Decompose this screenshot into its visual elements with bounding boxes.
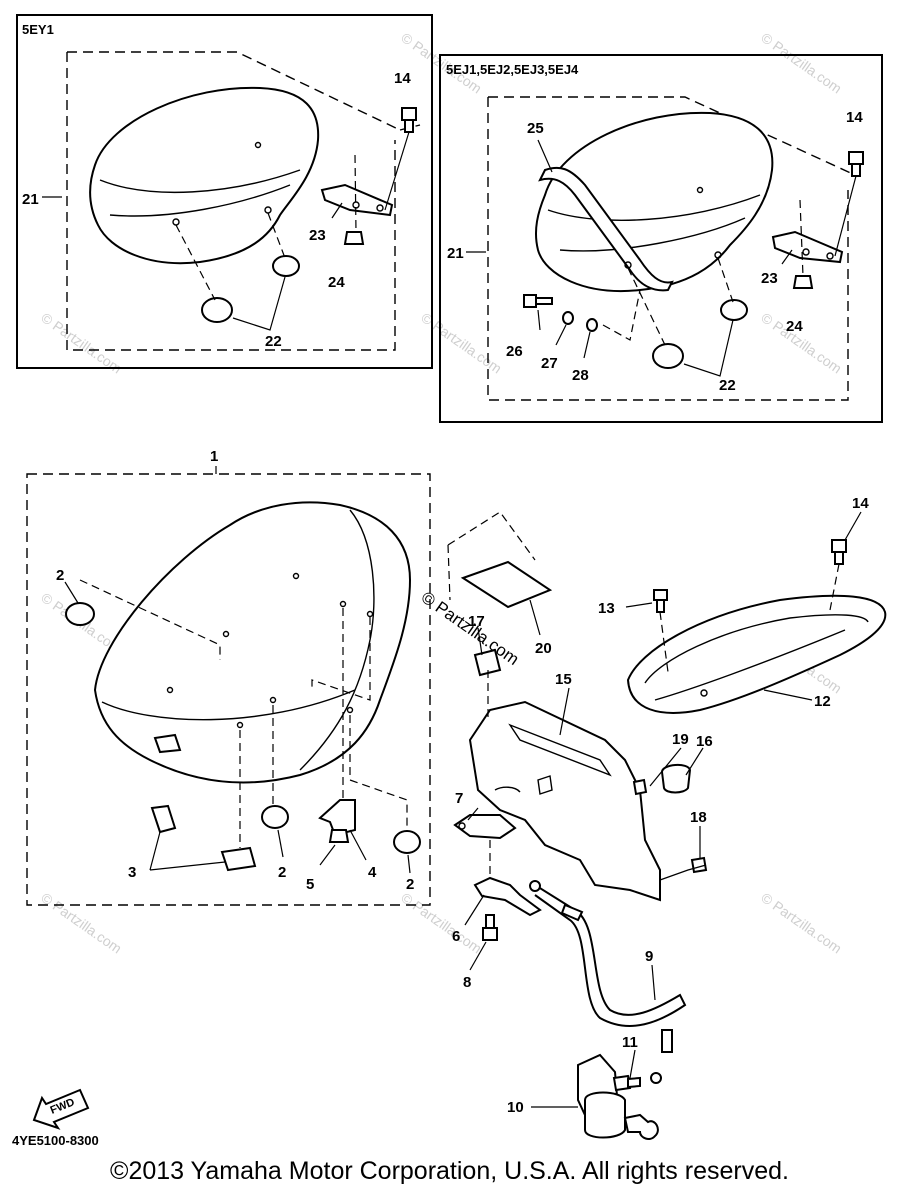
watermark: © Partzilla.com xyxy=(398,889,484,956)
callout-7: 7 xyxy=(455,790,463,807)
fwd-arrow-icon xyxy=(32,1088,90,1130)
callout-20: 20 xyxy=(535,640,552,657)
callout-12: 12 xyxy=(814,693,831,710)
callout-18: 18 xyxy=(690,809,707,826)
callout-8: 8 xyxy=(463,974,471,991)
callout-17: 17 xyxy=(468,613,485,630)
seat-5ej xyxy=(535,111,774,292)
watermark: © Partzilla.com xyxy=(758,889,844,956)
callout-6: 6 xyxy=(452,928,460,945)
callout-4: 4 xyxy=(368,864,377,881)
frame-5ey1: 5EY1 14 21 23 24 22 xyxy=(16,14,433,369)
callout-5: 5 xyxy=(306,876,314,893)
callout-28: 28 xyxy=(572,367,589,384)
screw-19 xyxy=(632,778,648,796)
bracket-4 xyxy=(318,799,356,837)
bolt-14 xyxy=(831,539,847,565)
bracket-23-5ey1 xyxy=(320,183,394,217)
washer-28 xyxy=(586,318,598,332)
callout-14: 14 xyxy=(394,70,411,87)
bolt-14-5ej xyxy=(848,151,864,177)
callout-25: 25 xyxy=(527,120,544,137)
callout-23: 23 xyxy=(309,227,326,244)
grab-bar-12 xyxy=(626,594,887,714)
nut-5 xyxy=(328,829,350,843)
plate-15 xyxy=(468,700,661,902)
frame-label-5ej: 5EJ1,5EJ2,5EJ3,5EJ4 xyxy=(446,62,579,77)
label-20 xyxy=(460,560,553,609)
seat-5ey1 xyxy=(89,86,320,265)
clip-3a xyxy=(150,804,177,834)
callout-22: 22 xyxy=(719,377,736,394)
callout-10: 10 xyxy=(507,1099,524,1116)
damper-2a xyxy=(65,602,95,626)
damper-22a-5ey1 xyxy=(272,255,300,277)
bolt-13 xyxy=(653,589,668,613)
bolt-11 xyxy=(612,1074,641,1092)
callout-27: 27 xyxy=(541,355,558,372)
callout-26: 26 xyxy=(506,343,523,360)
watermark: © Partzilla.com xyxy=(38,889,124,956)
cable-9 xyxy=(534,884,687,1027)
callout-14: 14 xyxy=(852,495,869,512)
watermark: © Partzilla.com xyxy=(758,29,844,96)
callout-14: 14 xyxy=(846,109,863,126)
hook-6 xyxy=(473,876,542,917)
frame-5ej: 5EJ1,5EJ2,5EJ3,5EJ4 xyxy=(439,54,883,423)
callout-24: 24 xyxy=(328,274,345,291)
washer-27 xyxy=(562,311,574,325)
frame-label-5ey1: 5EY1 xyxy=(22,22,54,37)
callout-23: 23 xyxy=(761,270,778,287)
callout-22: 22 xyxy=(265,333,282,350)
bracket-23-5ej xyxy=(771,230,844,264)
damper-22b-5ey1 xyxy=(201,297,233,323)
callout-15: 15 xyxy=(555,671,572,688)
nut-24-5ej xyxy=(792,275,814,289)
diagram-code: 4YE5100-8300 xyxy=(12,1133,99,1148)
clip-3b xyxy=(220,846,257,872)
grommet-17 xyxy=(473,648,502,677)
callout-21: 21 xyxy=(22,191,39,208)
backrest-25 xyxy=(538,166,674,292)
callout-19: 19 xyxy=(672,731,689,748)
damper-2b xyxy=(261,805,289,829)
bolt-14-5ey1 xyxy=(401,107,417,133)
bolt-26 xyxy=(523,294,553,308)
damper-22b-5ej xyxy=(652,343,684,369)
fwd-arrow: FWD xyxy=(32,1088,90,1130)
callout-1: 1 xyxy=(210,448,218,465)
nut-24-5ey1 xyxy=(343,231,365,245)
seat-1 xyxy=(93,501,412,784)
callout-11: 11 xyxy=(622,1034,638,1051)
main-seat-assembly: 1 xyxy=(26,448,431,906)
damper-2c xyxy=(393,830,421,854)
callout-21: 21 xyxy=(447,245,464,262)
bolt-8 xyxy=(482,914,498,941)
callout-13: 13 xyxy=(598,600,615,617)
hinge-7 xyxy=(453,814,517,840)
damper-22a-5ej xyxy=(720,299,748,321)
callout-2: 2 xyxy=(406,876,414,893)
callout-24: 24 xyxy=(786,318,803,335)
callout-9: 9 xyxy=(645,948,653,965)
callout-2: 2 xyxy=(56,567,64,584)
copyright-notice: ©2013 Yamaha Motor Corporation, U.S.A. A… xyxy=(110,1157,789,1185)
lower-right-parts: 14 13 20 17 15 12 19 16 7 18 6 9 8 11 10 xyxy=(447,495,887,1140)
watermark: © Partzilla.com xyxy=(38,309,124,376)
grommet-16 xyxy=(660,764,692,794)
callout-3: 3 xyxy=(128,864,136,881)
key-icon xyxy=(623,1113,659,1140)
callout-16: 16 xyxy=(696,733,713,750)
callout-2: 2 xyxy=(278,864,286,881)
